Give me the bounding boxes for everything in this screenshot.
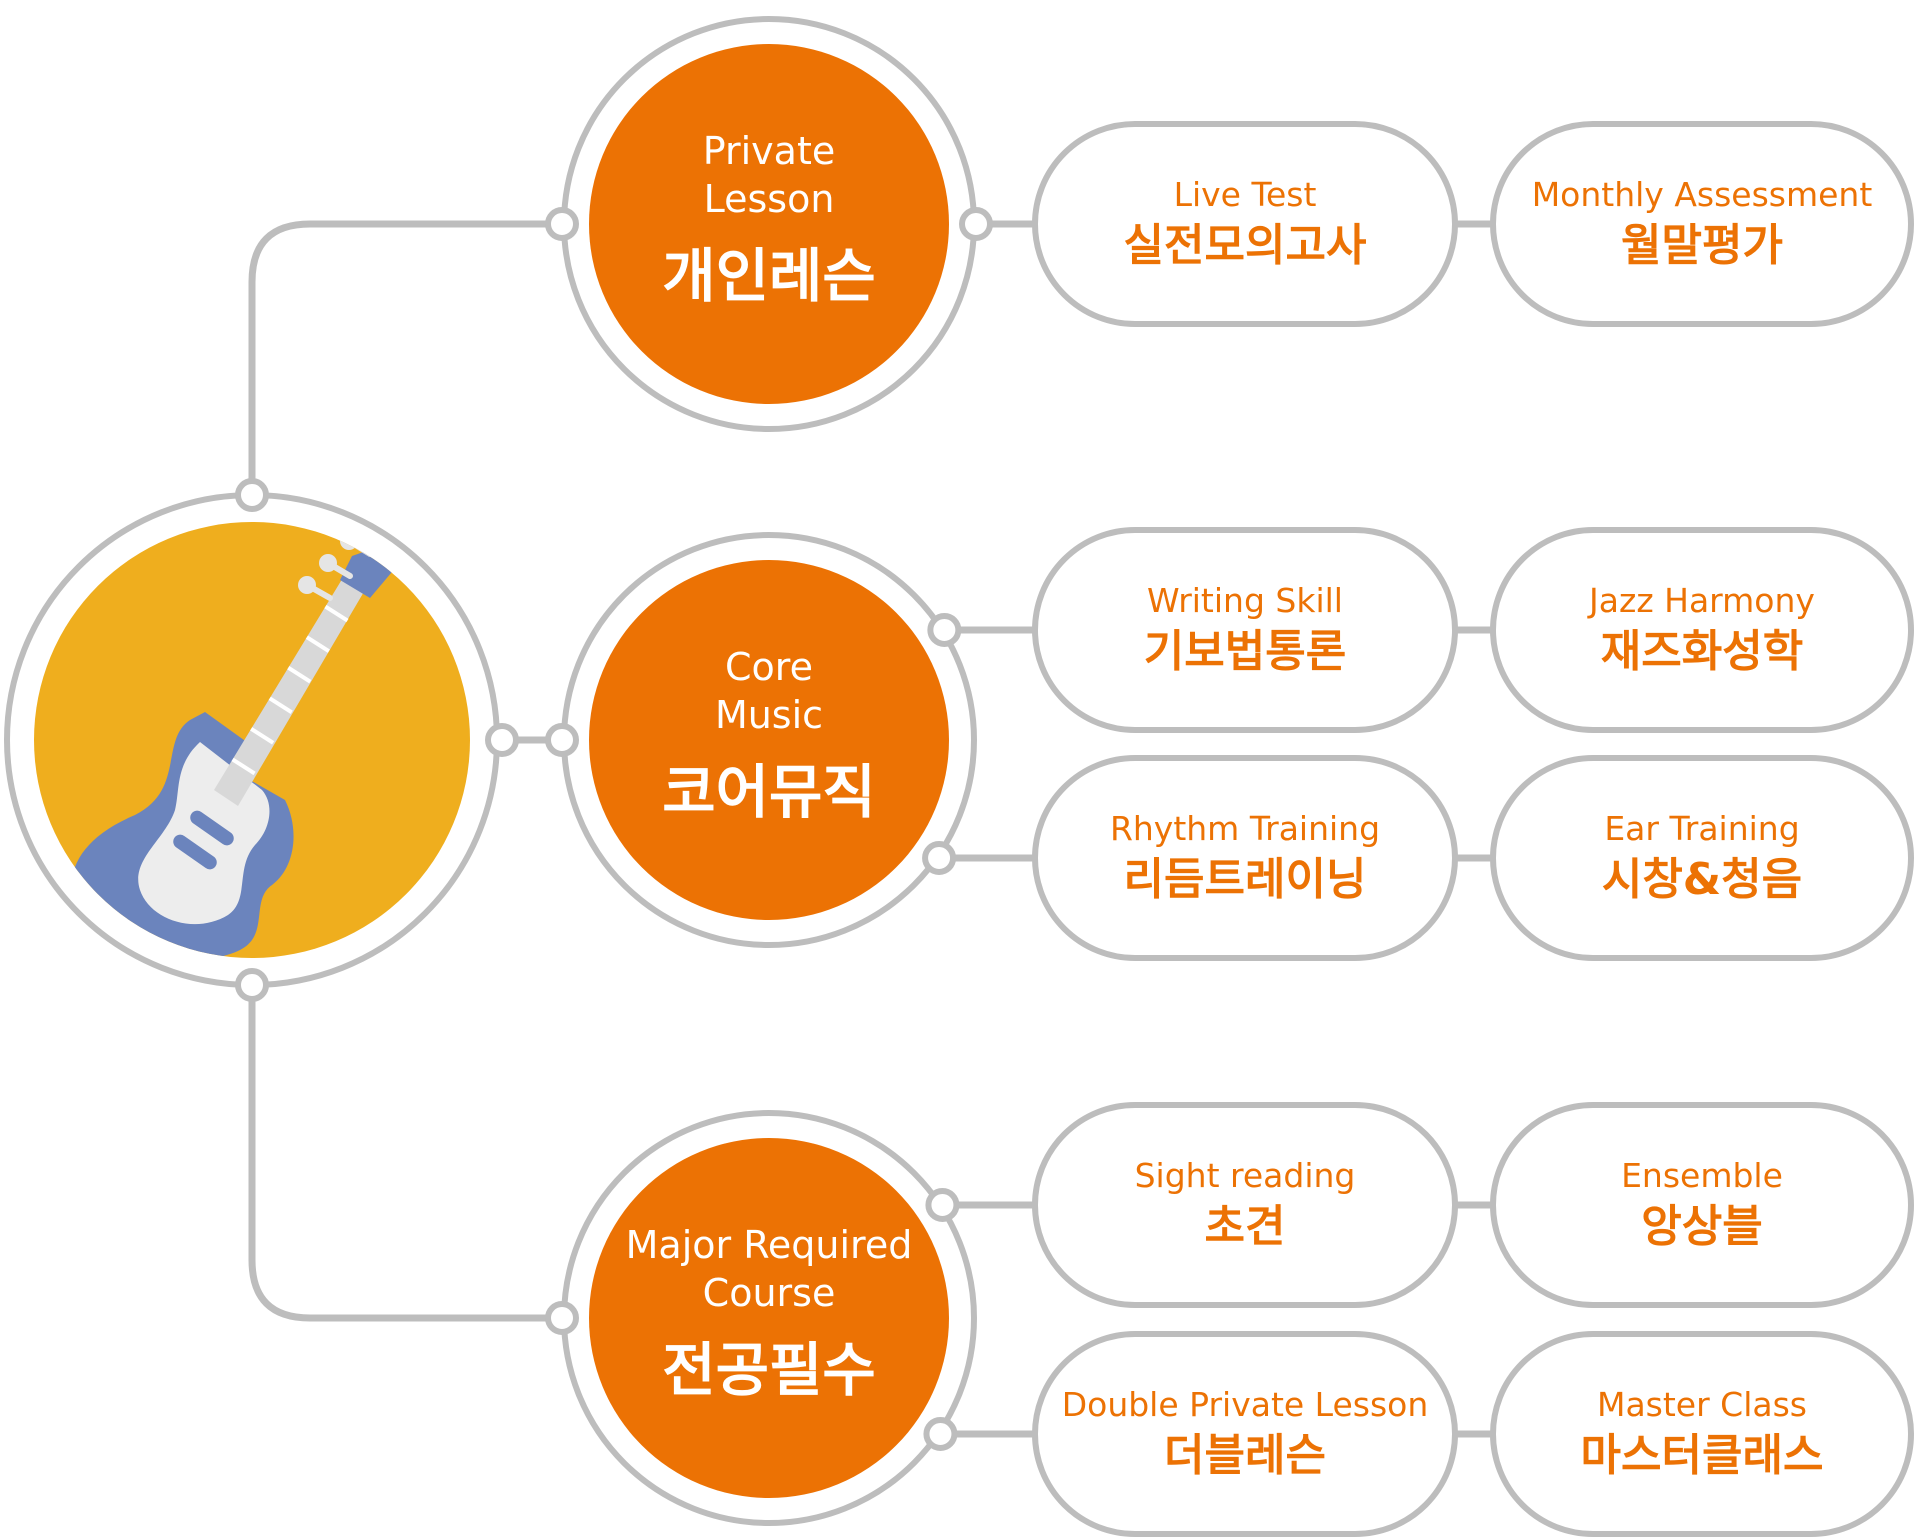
- category-title-ko: 개인레슨: [662, 242, 875, 310]
- hub: [4, 492, 500, 988]
- course-title-en: Double Private Lesson: [1062, 1385, 1429, 1424]
- category-circle: [589, 44, 949, 404]
- connector-hub-private: [248, 220, 564, 499]
- connector-dots: [235, 207, 993, 1451]
- connector-dot: [927, 613, 962, 647]
- course-pill-frame: [1490, 1331, 1914, 1537]
- category-title-ko: 전공필수: [662, 1336, 875, 1404]
- course-title-ko: 리듬트레이닝: [1124, 854, 1367, 905]
- guitar-fret: [231, 757, 256, 776]
- connector-dot: [235, 968, 269, 1002]
- course-pill[interactable]: Jazz Harmony 재즈화성학: [1490, 527, 1914, 733]
- course-title-en: Monthly Assessment: [1532, 175, 1873, 214]
- course-title-ko: 재즈화성학: [1601, 626, 1803, 677]
- course-pill-frame: [1490, 755, 1914, 961]
- category-title-en: Course: [703, 1271, 836, 1315]
- guitar-fret: [324, 604, 349, 623]
- guitar-fret: [250, 727, 275, 745]
- category-title-ko: 코어뮤직: [662, 758, 875, 826]
- course-pill-frame: [1032, 527, 1458, 733]
- course-title-en: Writing Skill: [1147, 581, 1343, 620]
- connector-dot: [545, 1301, 579, 1335]
- category-title-en: Major Required: [626, 1223, 913, 1267]
- course-title-ko: 더블레슨: [1164, 1430, 1326, 1481]
- guitar-neck: [214, 576, 365, 806]
- course-pill[interactable]: Double Private Lesson 더블레슨: [1032, 1331, 1458, 1537]
- guitar-peg-stem: [325, 560, 353, 579]
- course-pill-frame: [1490, 1102, 1914, 1308]
- course-pill[interactable]: Ensemble 앙상블: [1490, 1102, 1914, 1308]
- guitar-fret: [268, 696, 293, 714]
- course-title-en: Jazz Harmony: [1587, 581, 1815, 620]
- course-title-ko: 시창&청음: [1602, 854, 1802, 905]
- connector-dot: [545, 723, 579, 757]
- connector-hub-major: [248, 981, 564, 1322]
- category-title-en: Private: [703, 129, 835, 173]
- course-title-ko: 월말평가: [1621, 220, 1783, 271]
- guitar-peg-stem: [304, 582, 333, 601]
- connector-dot: [235, 478, 269, 512]
- course-pills: Live Test 실전모의고사 Monthly Assessment 월말평가 Wri…: [1032, 121, 1914, 1537]
- category-title-en: Lesson: [704, 177, 835, 221]
- category-circle: [589, 1138, 949, 1498]
- course-pill-frame: [1032, 755, 1458, 961]
- course-pill[interactable]: Master Class 마스터클래스: [1490, 1331, 1914, 1537]
- course-title-en: Ear Training: [1604, 809, 1799, 848]
- course-pill-frame: [1032, 1102, 1458, 1308]
- connector-dot: [922, 841, 957, 875]
- course-title-en: Rhythm Training: [1110, 809, 1380, 848]
- category-title-en: Core: [725, 645, 813, 689]
- course-title-ko: 초견: [1205, 1201, 1286, 1252]
- course-pill[interactable]: Sight reading 초견: [1032, 1102, 1458, 1308]
- course-pill[interactable]: Writing Skill 기보법통론: [1032, 527, 1458, 733]
- course-title-en: Master Class: [1597, 1385, 1807, 1424]
- course-title-en: Live Test: [1174, 175, 1317, 214]
- course-pill[interactable]: Monthly Assessment 월말평가: [1490, 121, 1914, 327]
- connector-dot: [485, 723, 519, 757]
- course-title-ko: 실전모의고사: [1124, 220, 1367, 271]
- connector-dot: [545, 207, 579, 241]
- course-pill[interactable]: Live Test 실전모의고사: [1032, 121, 1458, 327]
- category-title-en: Music: [715, 693, 823, 737]
- course-title-en: Sight reading: [1135, 1156, 1356, 1195]
- guitar-pickup: [190, 810, 234, 846]
- connector-dot: [925, 1188, 960, 1222]
- guitar-pickup: [173, 834, 217, 870]
- course-title-ko: 마스터클래스: [1581, 1430, 1824, 1481]
- guitar-fret: [287, 666, 312, 684]
- course-title-en: Ensemble: [1621, 1156, 1783, 1195]
- course-pill-frame: [1032, 1331, 1458, 1537]
- course-pill-frame: [1490, 527, 1914, 733]
- connector-dot: [923, 1417, 958, 1451]
- course-title-ko: 앙상블: [1641, 1201, 1762, 1252]
- course-pill-frame: [1032, 121, 1458, 327]
- course-title-ko: 기보법통론: [1144, 626, 1346, 677]
- category-circle: [589, 560, 949, 920]
- course-pill-frame: [1490, 121, 1914, 327]
- guitar-fret: [305, 635, 330, 653]
- course-pill[interactable]: Rhythm Training 리듬트레이닝: [1032, 755, 1458, 961]
- course-pill[interactable]: Ear Training 시창&청음: [1490, 755, 1914, 961]
- connector-dot: [959, 207, 993, 241]
